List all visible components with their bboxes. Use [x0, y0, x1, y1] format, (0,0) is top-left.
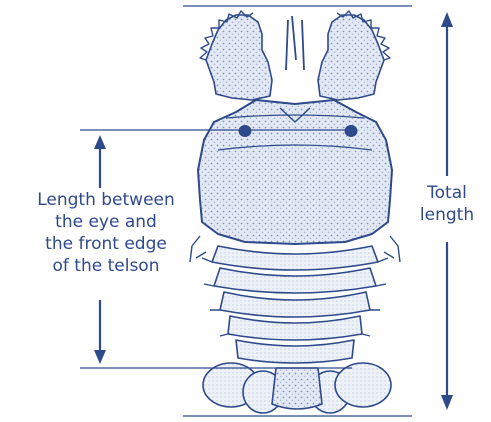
eye-label-line-1: Length between	[6, 189, 206, 211]
eye-label-line-2: the eye and	[6, 211, 206, 233]
eye-label-line-3: the front edge	[6, 233, 206, 255]
abdomen-segment-1	[212, 246, 378, 270]
abdomen-segment-4	[228, 316, 362, 340]
uropod-right-outer	[335, 363, 391, 407]
lobster-illustration	[190, 11, 400, 413]
right-eye	[345, 126, 357, 137]
total-label-line-1: Total	[414, 182, 480, 204]
telson	[272, 368, 322, 409]
eye-to-telson-label: Length between the eye and the front edg…	[6, 189, 206, 277]
abdomen-segment-2	[214, 268, 376, 293]
eye-telson-arrow-down	[94, 300, 106, 364]
abdomen-segment-3	[220, 292, 370, 317]
eye-label-line-4: of the telson	[6, 255, 206, 277]
total-length-label: Total length	[414, 182, 480, 226]
left-eye	[239, 126, 251, 137]
total-label-line-2: length	[414, 204, 480, 226]
abdomen-segment-5	[236, 340, 354, 363]
antennules	[286, 16, 304, 70]
eye-telson-arrow-up	[94, 135, 106, 188]
